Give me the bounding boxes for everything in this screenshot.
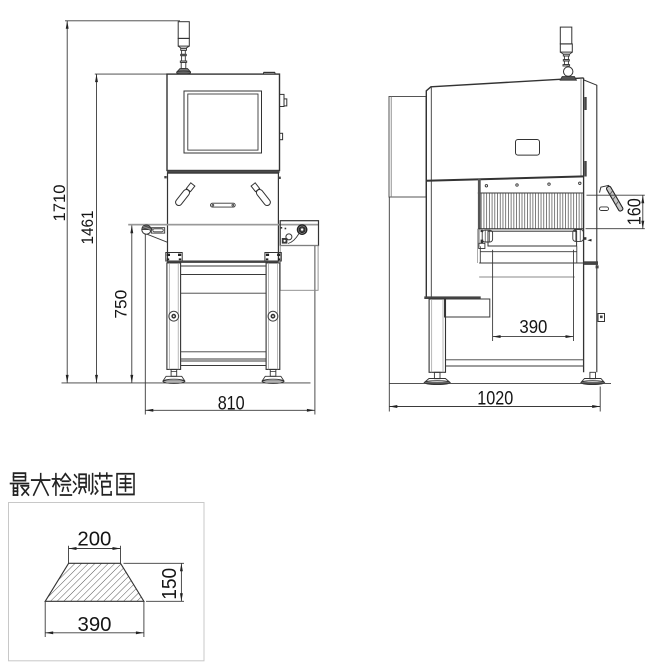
svg-text:160: 160 — [623, 198, 644, 225]
svg-text:150: 150 — [158, 568, 181, 600]
svg-text:1020: 1020 — [477, 388, 513, 409]
svg-text:750: 750 — [112, 290, 130, 319]
svg-text:390: 390 — [78, 613, 112, 636]
svg-text:200: 200 — [77, 527, 111, 550]
svg-text:1710: 1710 — [51, 185, 69, 222]
svg-text:390: 390 — [519, 317, 547, 337]
svg-text:810: 810 — [218, 392, 245, 414]
svg-text:1461: 1461 — [79, 211, 97, 245]
